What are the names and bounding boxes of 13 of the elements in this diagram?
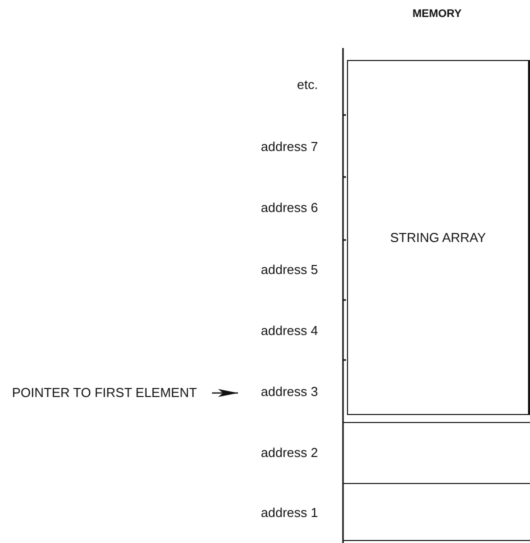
box-title: STRING ARRAY — [390, 230, 486, 246]
diagram-title: MEMORY — [411, 7, 463, 22]
address-label: address 3 — [234, 384, 318, 400]
address-label: address 5 — [260, 262, 318, 278]
address-label: address 7 — [260, 139, 318, 155]
pointer-label: POINTER TO FIRST ELEMENT — [12, 385, 210, 401]
arrow — [212, 389, 238, 397]
address-label: etc. — [297, 77, 318, 93]
string-array-box — [347, 60, 530, 415]
address-label: address 2 — [260, 445, 318, 461]
address-label: address 4 — [260, 323, 318, 339]
address-label: address 1 — [260, 505, 318, 521]
address-label: address 6 — [260, 200, 318, 216]
